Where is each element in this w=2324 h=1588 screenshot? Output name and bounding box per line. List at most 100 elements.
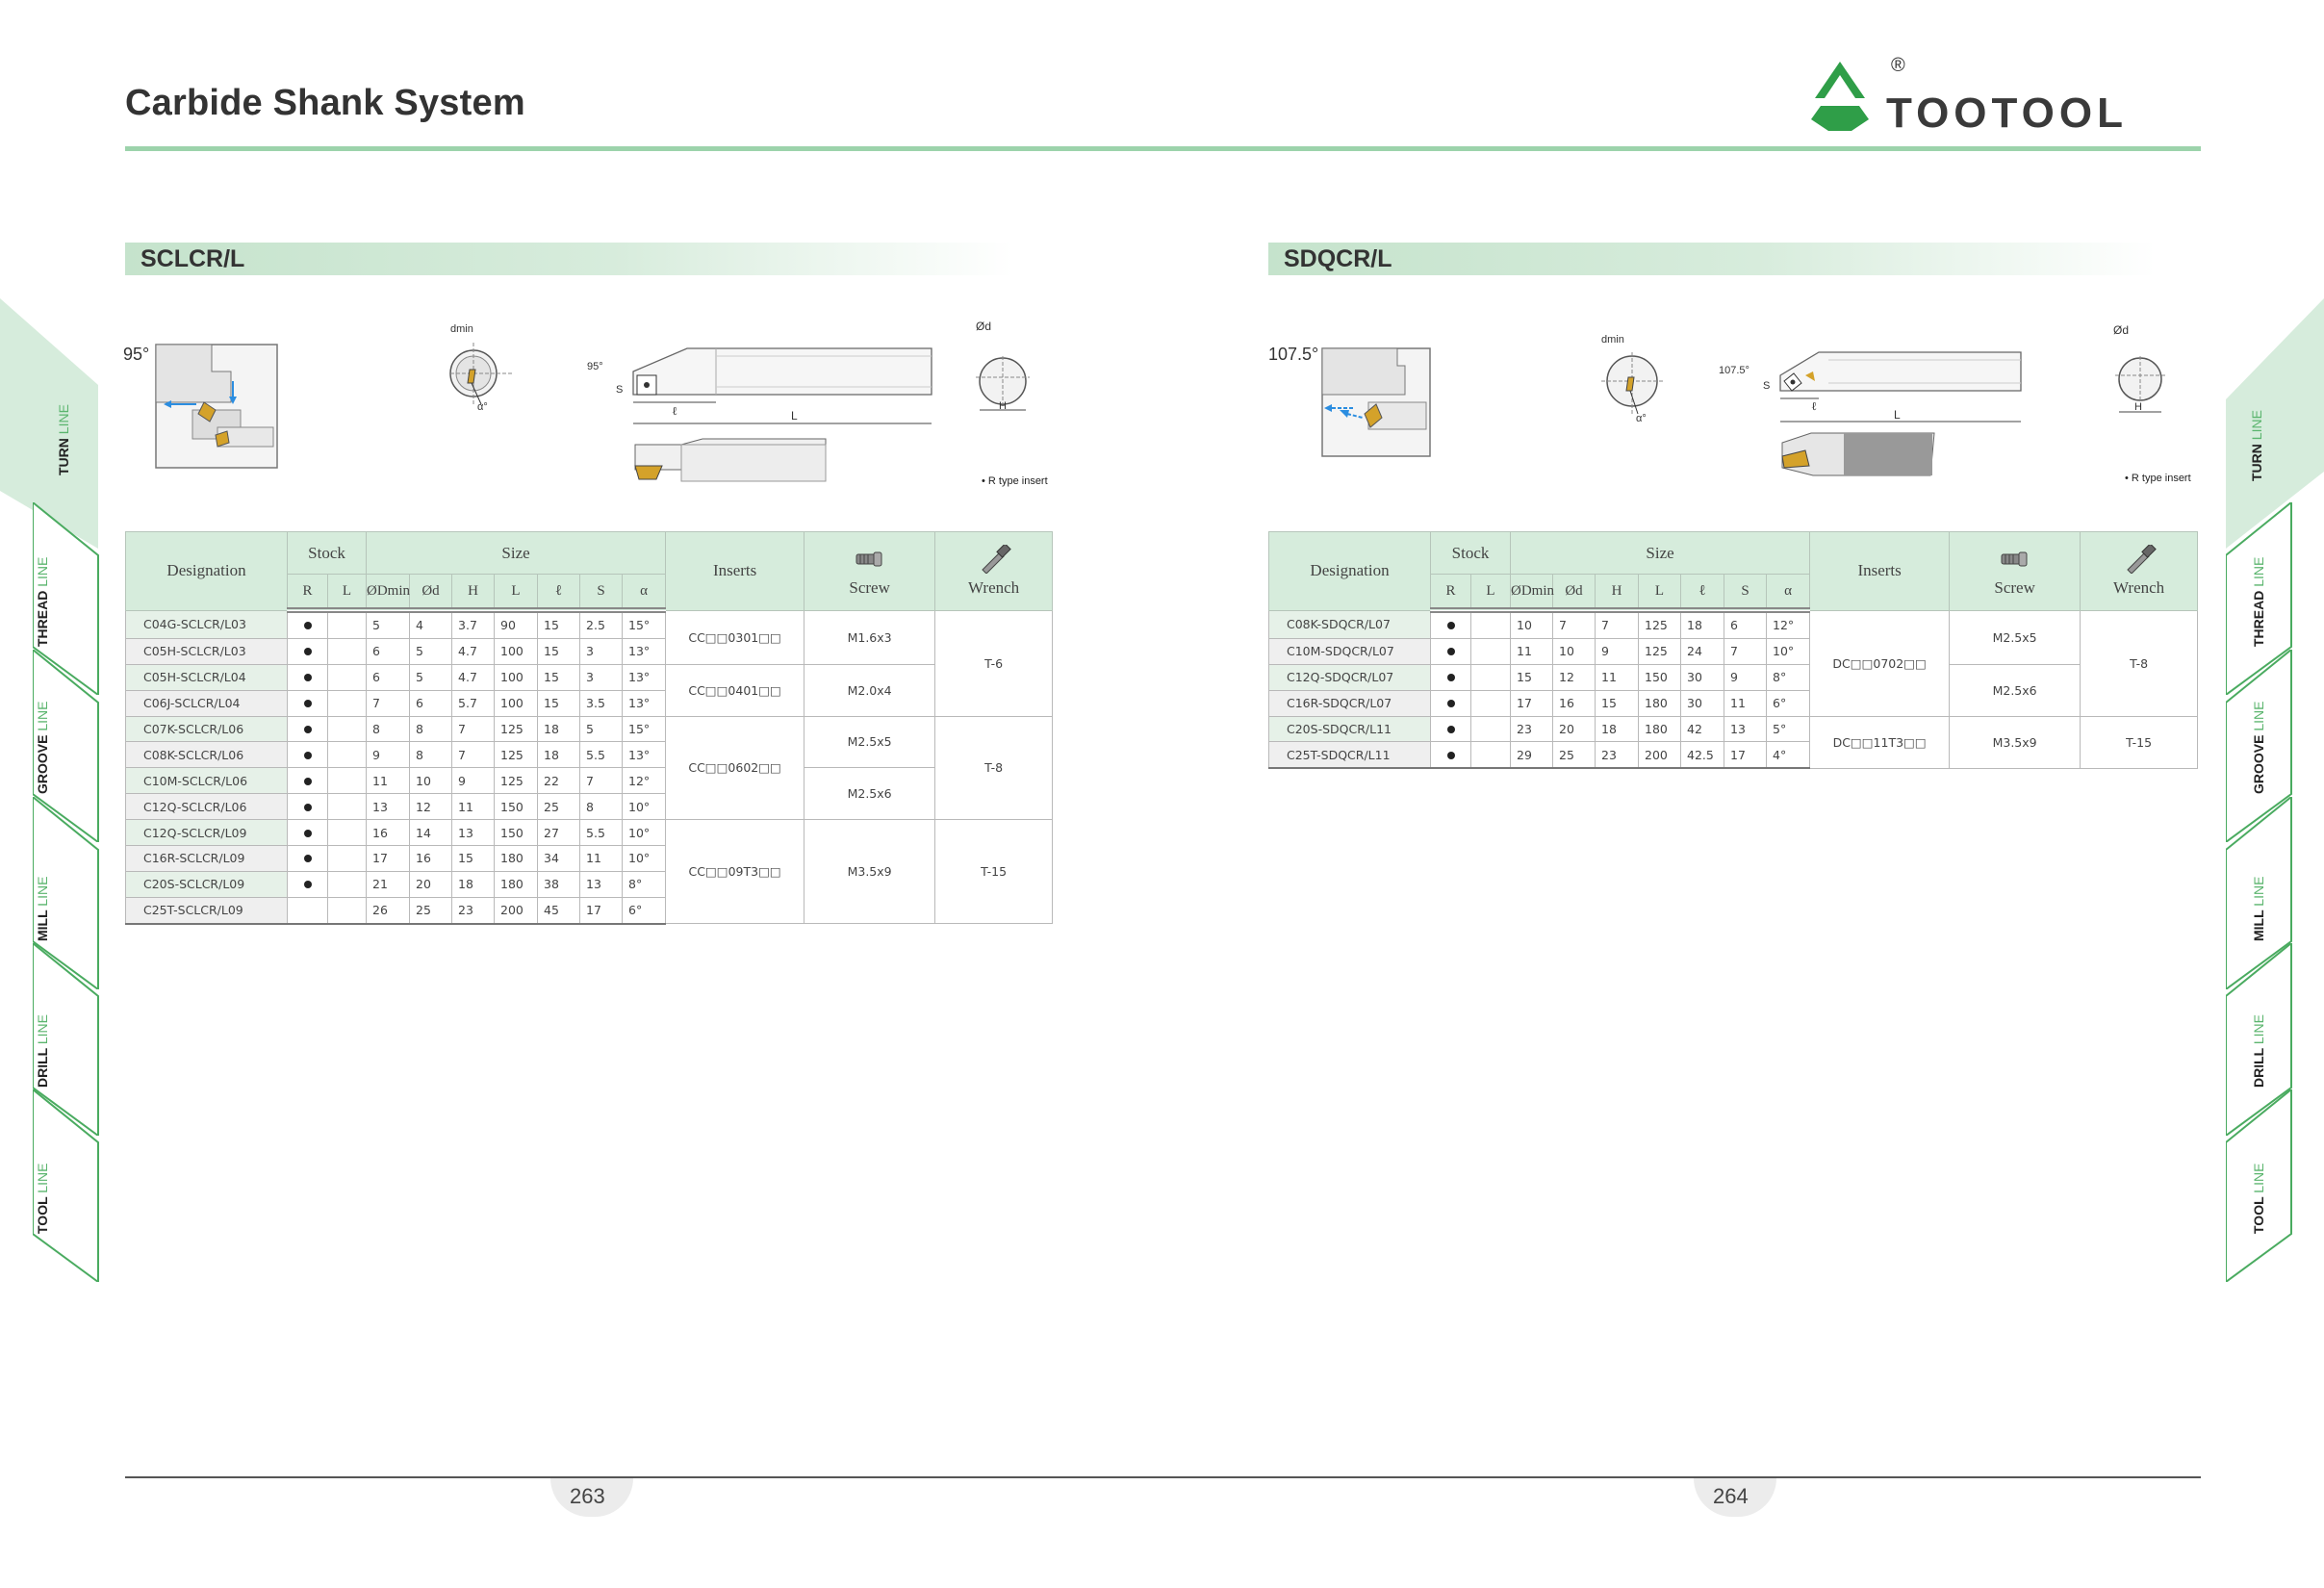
stock-l-cell: [326, 793, 368, 821]
col-screw: Screw: [804, 531, 936, 611]
approach-angle-label: 95°: [123, 345, 150, 364]
stock-l-cell: [326, 741, 368, 769]
col-lsmall: ℓ: [1680, 574, 1725, 613]
size-cell: 30: [1680, 663, 1725, 691]
size-cell: 25: [537, 793, 581, 821]
col-alpha: α: [622, 574, 667, 613]
stock-l-cell: [1469, 715, 1512, 743]
side-tab-label: THREAD LINE: [2251, 556, 2266, 647]
size-cell: 6: [409, 689, 453, 717]
s-label: S: [616, 384, 623, 396]
size-cell: 16: [366, 819, 411, 847]
side-tab-label: TURN LINE: [56, 404, 71, 475]
in-stock-dot-icon: [1446, 700, 1455, 708]
size-cell: 27: [537, 819, 581, 847]
stock-r-cell: [1430, 637, 1471, 665]
size-cell: 125: [494, 767, 539, 795]
in-stock-dot-icon: [303, 751, 312, 759]
wrench-label: Wrench: [968, 577, 1020, 597]
size-cell: 20: [409, 870, 453, 898]
size-cell: 8: [409, 741, 453, 769]
section-title: SCLCR/L: [140, 245, 245, 272]
side-tab-thread[interactable]: THREAD LINE: [2225, 499, 2293, 700]
brand-wordmark: TOOTOOL: [1886, 90, 2128, 133]
col-stock: Stock: [286, 531, 368, 575]
brand-logo: TOOTOOL ®: [1811, 55, 2202, 137]
stock-l-cell: [326, 845, 368, 872]
size-cell: 38: [537, 870, 581, 898]
od-label: Ød: [976, 320, 991, 333]
side-tab-label: MILL LINE: [2251, 876, 2266, 941]
size-cell: 11: [579, 845, 624, 872]
length-label: L: [791, 409, 798, 423]
wrench-cell: T-15: [934, 819, 1054, 925]
size-cell: 180: [1638, 689, 1682, 717]
size-cell: 18: [451, 870, 496, 898]
col-odmin: ØDmin: [366, 574, 411, 613]
side-tab-groove[interactable]: GROOVE LINE: [32, 647, 100, 847]
size-cell: 23: [1510, 715, 1554, 743]
inserts-cell: DC□□11T3□□: [1809, 715, 1951, 769]
size-cell: 13°: [622, 663, 667, 691]
size-cell: 5.5: [579, 819, 624, 847]
page-title: Carbide Shank System: [125, 83, 525, 123]
stock-r-cell: [287, 767, 328, 795]
stock-l-cell: [326, 715, 368, 743]
designation-cell: C25T-SDQCR/L11: [1268, 741, 1431, 770]
size-cell: 13: [579, 870, 624, 898]
stock-l-cell: [326, 609, 368, 639]
col-h: H: [451, 574, 496, 613]
size-cell: 10: [1552, 637, 1596, 665]
side-tab-groove[interactable]: GROOVE LINE: [2225, 647, 2293, 847]
col-l: L: [1469, 574, 1512, 613]
wrench-cell: T-8: [934, 715, 1054, 821]
section-header-sdqcr: SDQCR/L: [1268, 243, 2156, 275]
inserts-cell: CC□□0602□□: [665, 715, 805, 821]
in-stock-dot-icon: [303, 726, 312, 733]
col-l: L: [326, 574, 368, 613]
side-tab-turn[interactable]: TURN LINE: [0, 298, 98, 553]
page-number-right: 264: [1713, 1484, 1749, 1508]
side-tab-turn[interactable]: TURN LINE: [2226, 298, 2324, 553]
designation-cell: C05H-SCLCR/L04: [125, 663, 288, 691]
s-label: S: [1763, 380, 1770, 392]
side-tab-label: GROOVE LINE: [35, 701, 50, 794]
col-lsmall: ℓ: [537, 574, 581, 613]
screw-cell: M2.5x6: [804, 767, 936, 821]
side-tab-mill[interactable]: MILL LINE: [32, 794, 100, 994]
side-tab-drill[interactable]: DRILL LINE: [2225, 940, 2293, 1140]
size-cell: 16: [1552, 689, 1596, 717]
side-tab-tool[interactable]: TOOL LINE: [32, 1087, 100, 1287]
dmin-label: dmin: [450, 323, 473, 335]
size-cell: 6: [366, 637, 411, 665]
size-cell: 23: [451, 896, 496, 925]
end-view-dmin-diagram: dmin α°: [1601, 334, 1665, 424]
side-tab-mill[interactable]: MILL LINE: [2225, 794, 2293, 994]
screw-icon: [856, 551, 882, 567]
in-stock-dot-icon: [303, 674, 312, 682]
size-cell: 10°: [1766, 637, 1811, 665]
in-stock-dot-icon: [303, 803, 312, 811]
side-tab-tool[interactable]: TOOL LINE: [2225, 1087, 2293, 1287]
side-tab-thread[interactable]: THREAD LINE: [32, 499, 100, 700]
stock-r-cell: [1430, 715, 1471, 743]
in-stock-dot-icon: [303, 829, 312, 837]
size-cell: 15°: [622, 715, 667, 743]
designation-cell: C12Q-SCLCR/L09: [125, 819, 288, 847]
side-tab-drill[interactable]: DRILL LINE: [32, 940, 100, 1140]
screw-cell: M3.5x9: [1949, 715, 2081, 769]
size-cell: 17: [366, 845, 411, 872]
size-cell: 2.5: [579, 609, 624, 639]
size-cell: 15: [537, 637, 581, 665]
size-cell: 13°: [622, 741, 667, 769]
col-inserts: Inserts: [1809, 531, 1951, 611]
size-cell: 7: [366, 689, 411, 717]
size-cell: 15: [451, 845, 496, 872]
size-cell: 13: [1724, 715, 1768, 743]
screw-cell: M2.0x4: [804, 663, 936, 717]
in-stock-dot-icon: [1446, 622, 1455, 630]
